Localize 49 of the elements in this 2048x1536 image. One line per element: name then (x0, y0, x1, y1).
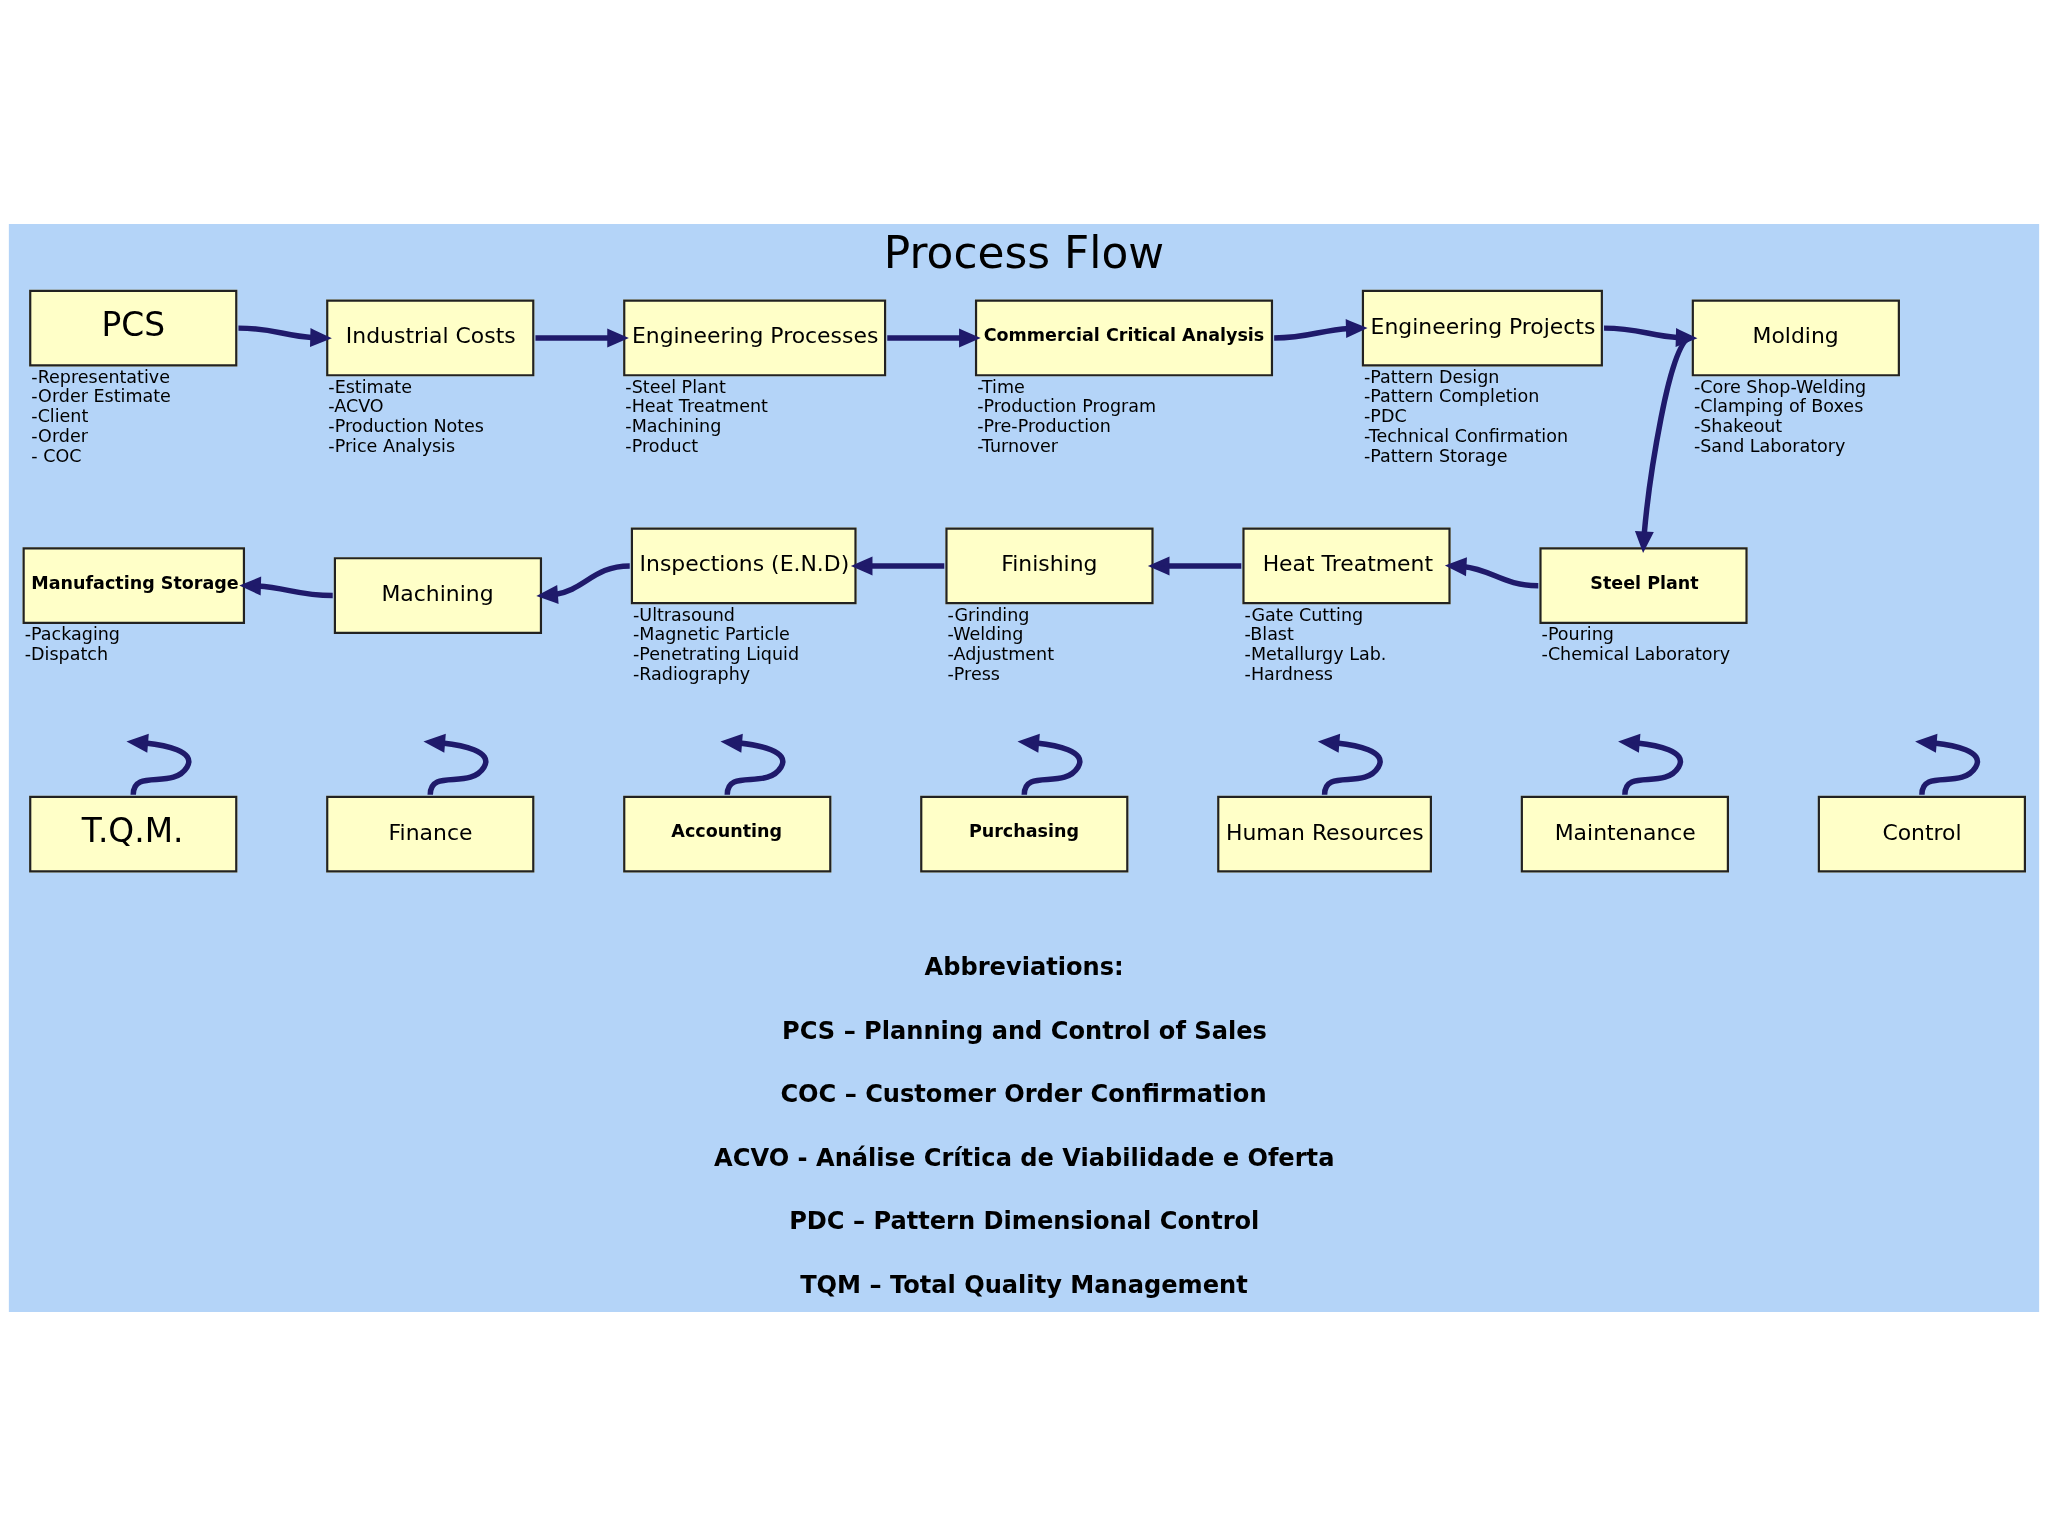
node-label: -Client (31, 406, 89, 427)
node-label: -Clamping of Boxes (1693, 396, 1864, 417)
node-label: -PDC (1364, 406, 1407, 427)
label: Abbreviations: (924, 953, 1124, 982)
node-label: -Penetrating Liquid (633, 643, 800, 664)
node-label: -Pattern Completion (1364, 386, 1540, 407)
node-label: -Grinding (947, 604, 1030, 625)
node-label: -ACVO (328, 396, 384, 417)
node-label: -Price Analysis (328, 435, 456, 456)
node-label: -Core Shop-Welding (1693, 376, 1867, 397)
node-label: -Gate Cutting (1244, 604, 1364, 625)
node-label: -Pattern Design (1364, 366, 1500, 387)
node-label: -Pre-Production (977, 416, 1111, 437)
node-label: -Radiography (633, 663, 751, 684)
node-label: -Sand Laboratory (1693, 435, 1846, 456)
node-label: -Chemical Laboratory (1541, 643, 1731, 664)
node-label: - COC (31, 445, 82, 466)
node-label: -Representative (31, 366, 170, 387)
label: PDC – Pattern Dimensional Control (789, 1207, 1260, 1236)
node-label: -Order Estimate (31, 386, 171, 407)
node-label: -Product (625, 435, 699, 456)
node-label: -Packaging (24, 624, 120, 645)
node-label: -Pouring (1541, 624, 1614, 645)
node-label: -Order (31, 425, 88, 446)
diagram-title: Process Flow (883, 226, 1165, 278)
node-label: -Metallurgy Lab. (1244, 643, 1387, 664)
label: COC – Customer Order Confirmation (780, 1080, 1267, 1109)
node-label: -Welding (947, 624, 1024, 645)
label: PCS – Planning and Control of Sales (782, 1016, 1267, 1045)
node-label: -Pattern Storage (1364, 445, 1508, 466)
node-label: -Shakeout (1693, 416, 1783, 437)
node-label: -Estimate (328, 376, 413, 397)
node-label: -Steel Plant (625, 376, 726, 397)
node-label: -Machining (625, 416, 722, 437)
label: TQM – Total Quality Management (800, 1270, 1248, 1299)
node-label: -Press (947, 663, 1000, 684)
node-label: -Dispatch (24, 643, 109, 664)
node-label: -Adjustment (947, 643, 1055, 664)
node-label: -Technical Confirmation (1364, 425, 1569, 446)
label: ACVO - Análise Crítica de Viabilidade e Oferta (714, 1143, 1335, 1172)
node-label: -Ultrasound (633, 604, 735, 625)
node-label: -Heat Treatment (625, 396, 768, 417)
node-label: -Blast (1244, 624, 1294, 645)
node-label: -Time (977, 376, 1025, 397)
node-label: -Production Program (977, 396, 1157, 417)
node-label: -Turnover (977, 435, 1059, 456)
node-label: -Hardness (1244, 663, 1333, 684)
node-label: -Production Notes (328, 416, 484, 437)
node-label: -Magnetic Particle (633, 624, 790, 645)
